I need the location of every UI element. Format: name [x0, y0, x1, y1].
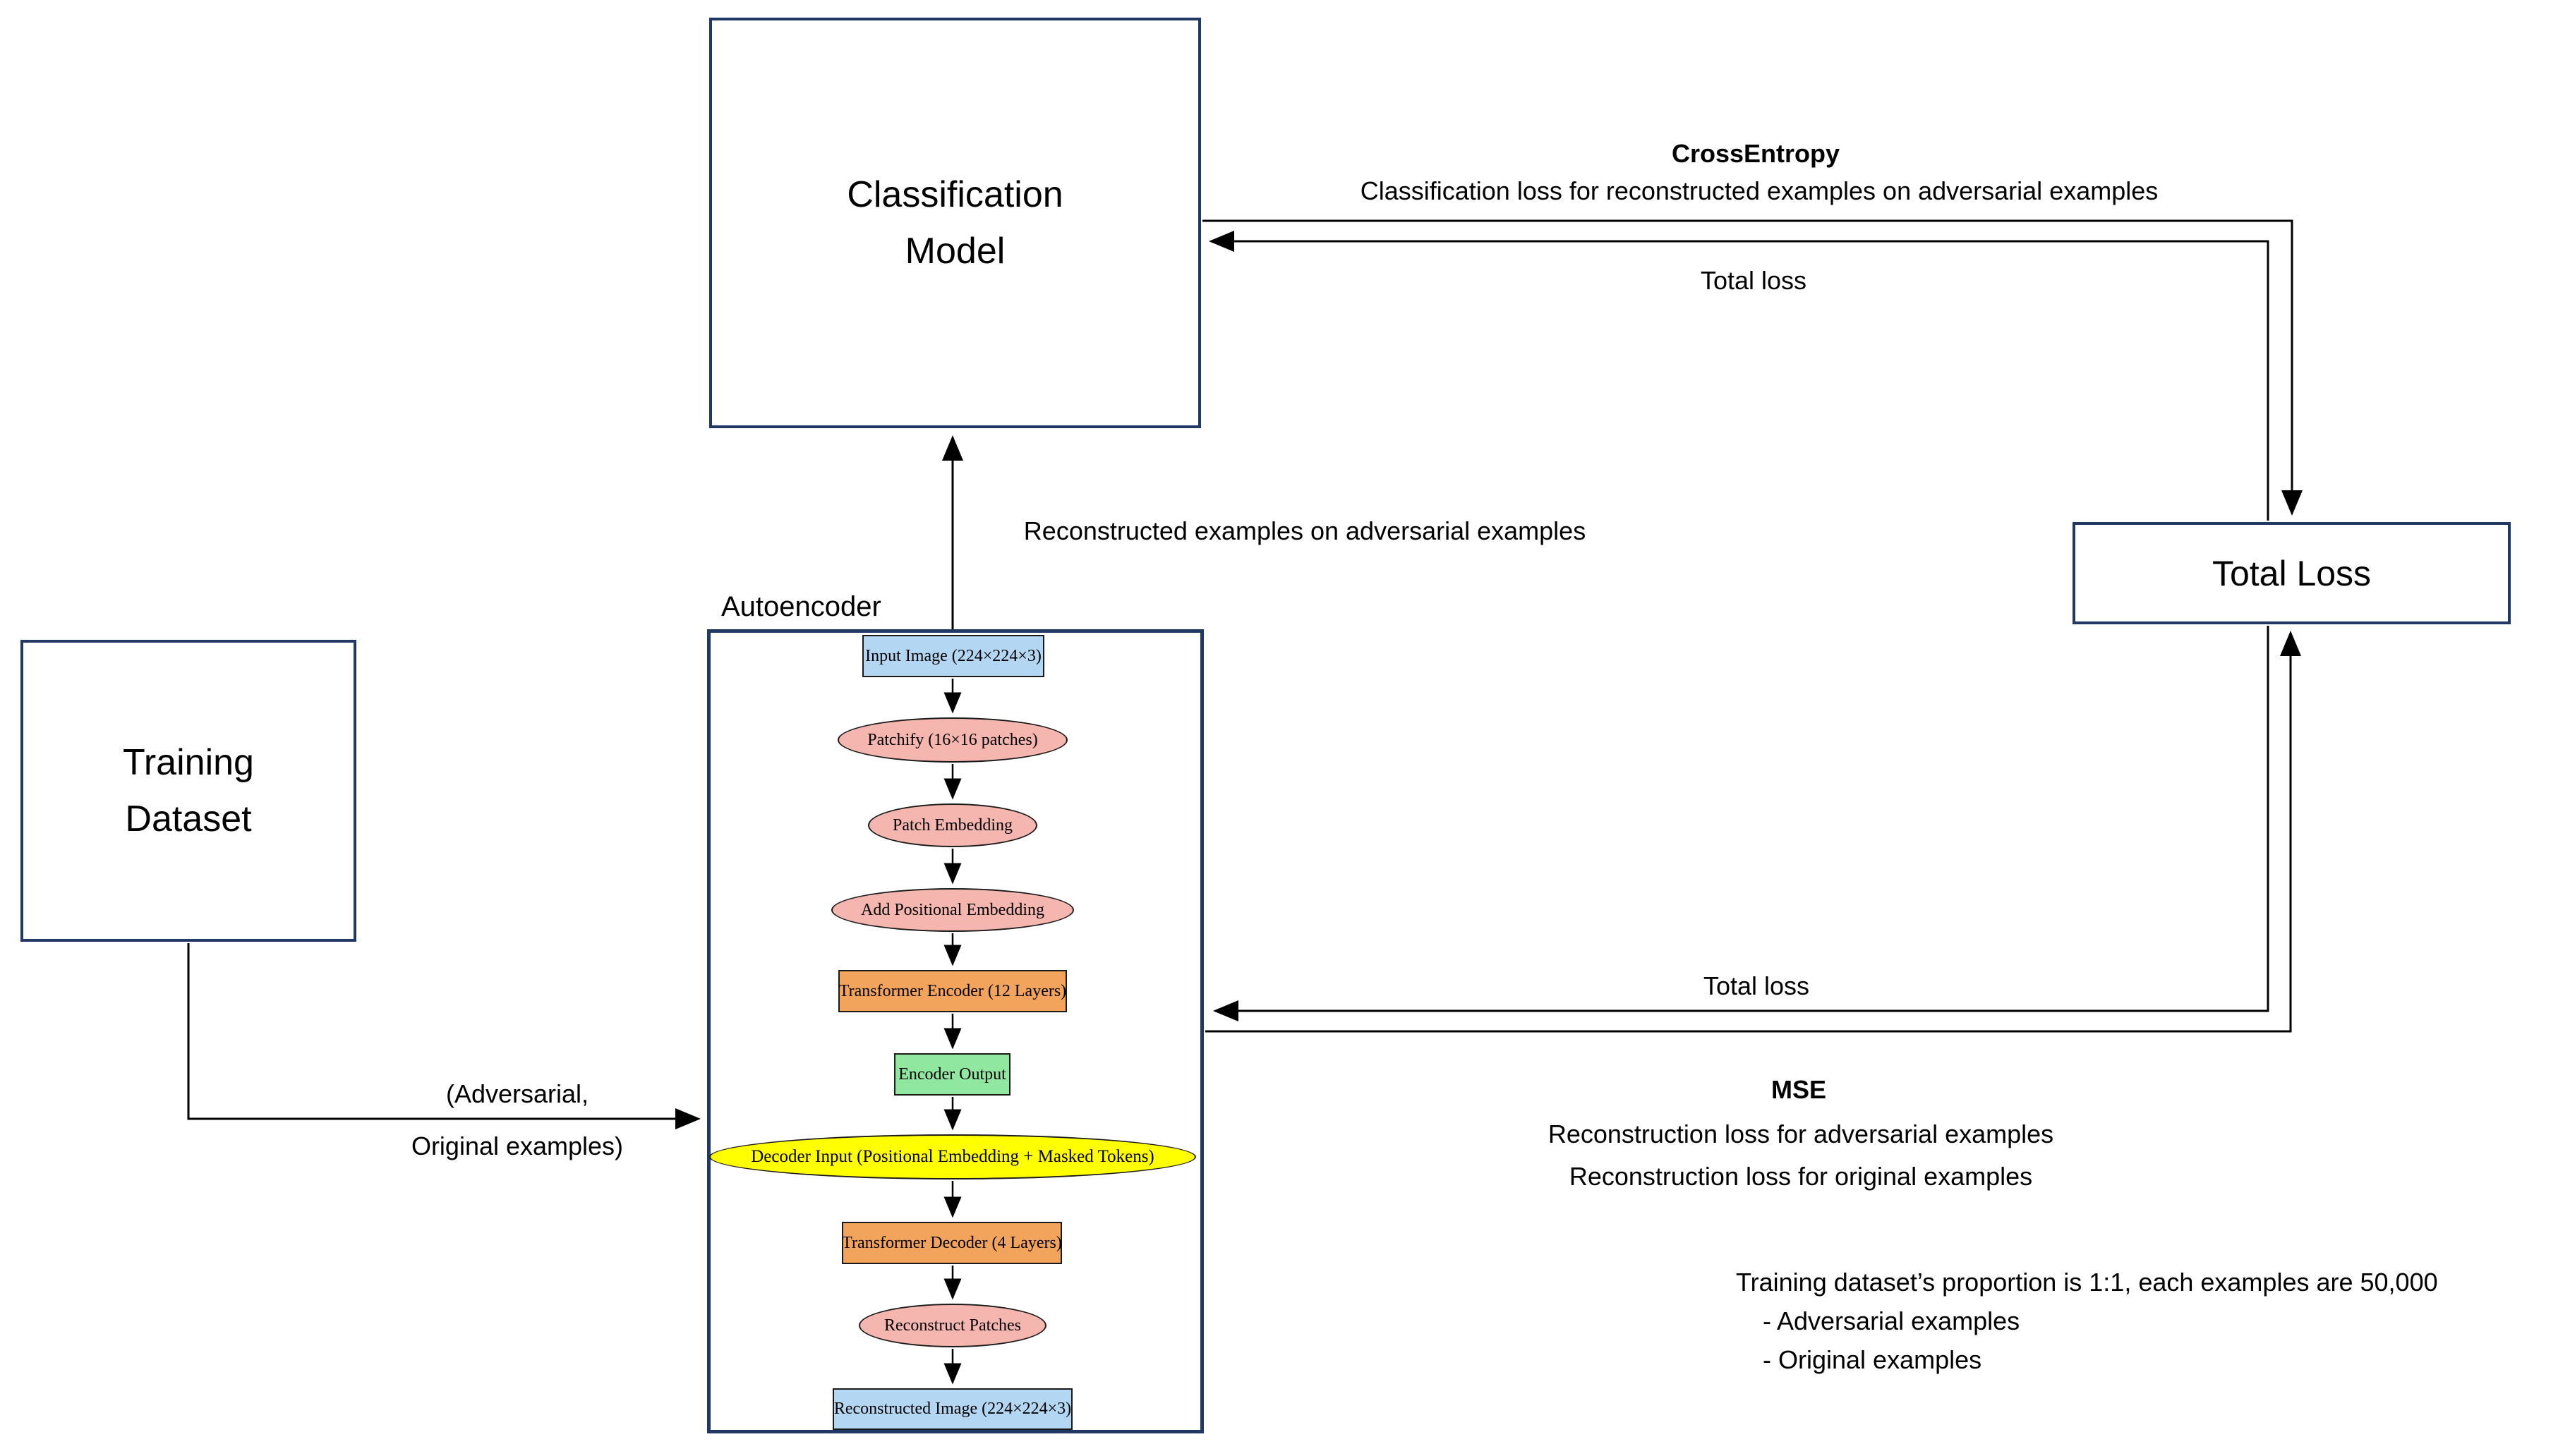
autoencoder-box — [707, 629, 1204, 1433]
edge-totalloss-to-autoencoder — [1213, 626, 2269, 1021]
note-item-adversarial: - Adversarial examples — [1763, 1306, 2020, 1335]
reconstructed-examples-label: Reconstructed examples on adversarial ex… — [1023, 516, 1586, 545]
node-transformer-decoder: Transformer Decoder (4 Layers) — [842, 1222, 1062, 1264]
node-transformer-decoder-label: Transformer Decoder (4 Layers) — [842, 1233, 1062, 1252]
adversarial-label-line1: (Adversarial, — [445, 1079, 589, 1108]
edge-crossentropy-to-totalloss — [1202, 219, 2303, 516]
node-reconstructed-image-label: Reconstructed Image (224×224×3) — [833, 1400, 1072, 1418]
training-dataset-label: Training Dataset — [123, 742, 254, 839]
classification-model-label: Classification Model — [847, 174, 1063, 272]
node-transformer-encoder: Transformer Encoder (12 Layers) — [838, 970, 1067, 1012]
node-encoder-output-label: Encoder Output — [898, 1064, 1006, 1084]
node-encoder-output: Encoder Output — [894, 1053, 1010, 1096]
total-loss-top-label: Total loss — [1700, 266, 1807, 295]
mse-title: MSE — [1770, 1075, 1827, 1104]
note-item-original: - Original examples — [1763, 1345, 1982, 1374]
node-input-image-label: Input Image (224×224×3) — [865, 646, 1042, 665]
edge-mse-to-totalloss — [1205, 631, 2301, 1033]
autoencoder-title: Autoencoder — [721, 591, 881, 622]
total-loss-bottom-label: Total loss — [1703, 971, 1810, 1000]
adversarial-label-line2: Original examples) — [411, 1132, 624, 1160]
mse-description-line1: Reconstruction loss for adversarial exam… — [1548, 1120, 2054, 1148]
node-input-image: Input Image (224×224×3) — [862, 635, 1044, 677]
edge-training-to-autoencoder — [187, 943, 701, 1129]
note-title: Training dataset’s proportion is 1:1, ea… — [1736, 1268, 2438, 1297]
node-add-positional-embedding-label: Add Positional Embedding — [861, 900, 1044, 919]
node-transformer-encoder-label: Transformer Encoder (12 Layers) — [838, 981, 1067, 1000]
training-proportion-note: Training dataset’s proportion is 1:1, ea… — [1736, 1263, 2438, 1379]
node-patchify-label: Patchify (16×16 patches) — [867, 730, 1038, 749]
node-decoder-input-label: Decoder Input (Positional Embedding + Ma… — [751, 1147, 1154, 1166]
classification-model-box: Classification Model — [709, 18, 1201, 428]
cross-entropy-description: Classification loss for reconstructed ex… — [1360, 176, 2159, 205]
node-reconstructed-image: Reconstructed Image (224×224×3) — [833, 1388, 1073, 1430]
node-patch-embedding: Patch Embedding — [868, 803, 1037, 847]
node-reconstruct-patches-label: Reconstruct Patches — [884, 1316, 1021, 1335]
node-patch-embedding-label: Patch Embedding — [893, 815, 1013, 835]
node-patchify: Patchify (16×16 patches) — [838, 717, 1068, 763]
node-decoder-input: Decoder Input (Positional Embedding + Ma… — [709, 1134, 1196, 1179]
node-add-positional-embedding: Add Positional Embedding — [831, 888, 1074, 932]
edge-totalloss-to-classification — [1209, 231, 2269, 521]
total-loss-box: Total Loss — [2073, 522, 2511, 624]
mse-description-line2: Reconstruction loss for original example… — [1569, 1162, 2033, 1191]
training-dataset-box: Training Dataset — [20, 640, 356, 942]
cross-entropy-title: CrossEntropy — [1671, 139, 1840, 168]
node-reconstruct-patches: Reconstruct Patches — [859, 1304, 1046, 1347]
total-loss-label: Total Loss — [2212, 553, 2372, 593]
